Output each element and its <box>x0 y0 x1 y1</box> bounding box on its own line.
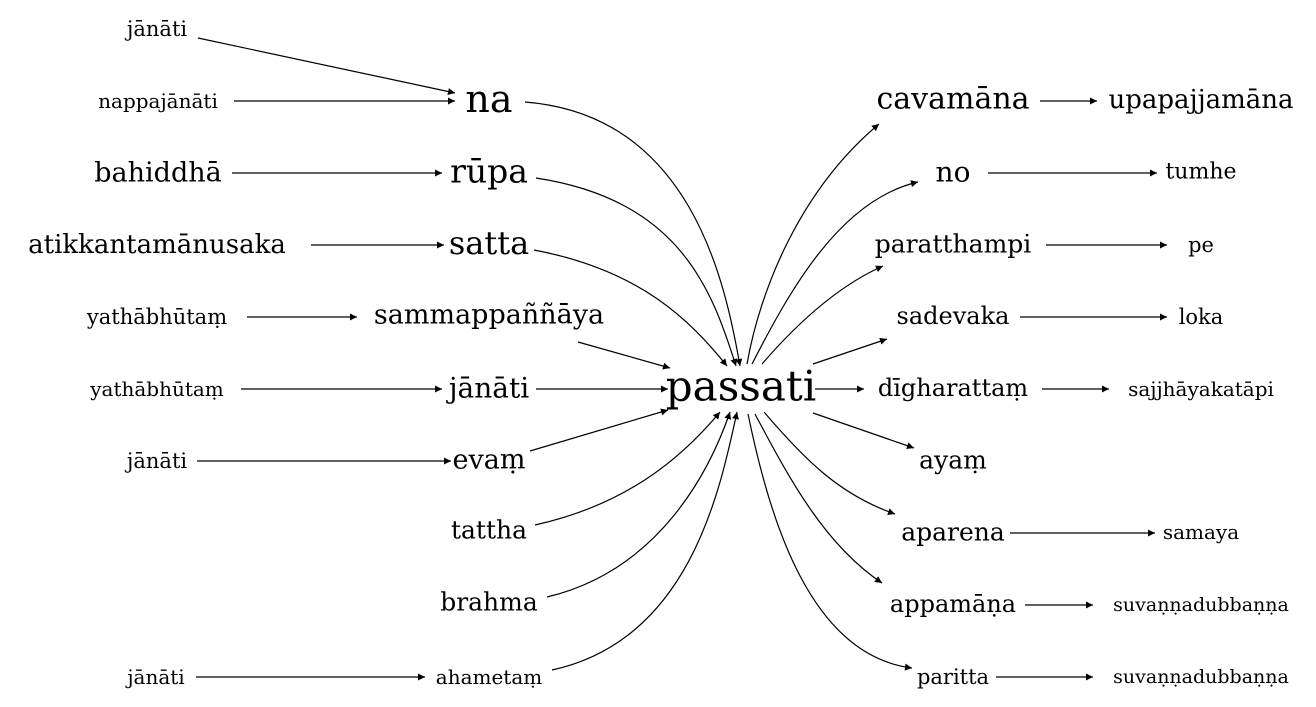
edge-ahametam-to-passati <box>551 411 739 671</box>
node-appamana: appamāṇa <box>890 590 1016 618</box>
node-loka: loka <box>1179 305 1224 329</box>
nodes: jānāti nappajānāti bahiddhā atikkantamān… <box>28 17 1293 689</box>
node-rupa: rūpa <box>450 152 528 191</box>
node-no: no <box>936 156 971 189</box>
edge-rupa-to-passati <box>535 177 738 367</box>
node-tattha: tattha <box>451 516 527 545</box>
node-ayam: ayaṃ <box>919 446 987 475</box>
node-janati-2: jānāti <box>124 449 188 473</box>
node-janati-3: jānāti <box>125 665 184 689</box>
node-upapajjamana: upapajjamāna <box>1108 85 1293 115</box>
node-yathabhutam-2: yathābhūtaṃ <box>89 377 224 401</box>
node-paratthampi: paratthampi <box>875 230 1032 259</box>
node-bahiddha: bahiddhā <box>94 158 221 189</box>
edge-tattha-to-passati <box>534 411 721 526</box>
node-sadevaka: sadevaka <box>897 302 1010 330</box>
edge-passati-to-appamana <box>754 413 883 584</box>
edge-sammappannaya-to-passati <box>577 341 671 370</box>
node-suvannadubbanna-1: suvaṇṇadubbaṇṇa <box>1113 594 1289 616</box>
node-satta: satta <box>449 224 529 262</box>
node-pe: pe <box>1188 233 1214 257</box>
edge-janati-to-na <box>197 37 456 95</box>
edge-passati-to-paritta <box>747 413 913 671</box>
node-janati-1: jānāti <box>124 17 188 41</box>
node-evam: evaṃ <box>453 445 526 476</box>
node-tumhe: tumhe <box>1165 160 1236 185</box>
edge-passati-to-sadevaka <box>812 337 888 365</box>
node-samaya: samaya <box>1163 520 1239 544</box>
edge-passati-to-cavamana <box>746 123 880 365</box>
node-ahametam: ahametaṃ <box>436 665 542 689</box>
node-atikkantamanusaka: atikkantamānusaka <box>28 230 286 260</box>
edge-passati-to-no <box>751 180 919 365</box>
edge-evam-to-passati <box>529 408 669 452</box>
node-nappajanati: nappajānāti <box>98 89 218 113</box>
edge-satta-to-passati <box>533 249 728 367</box>
node-sammappannaya: sammappaññāya <box>374 300 604 331</box>
node-sajjhayakatapi: sajjhāyakatāpi <box>1128 377 1274 401</box>
node-cavamana: cavamāna <box>876 82 1029 117</box>
edge-passati-to-aparena <box>763 411 896 516</box>
node-na: na <box>465 77 512 121</box>
edges <box>196 37 1167 681</box>
node-aparena: aparena <box>901 518 1005 547</box>
node-brahma: brahma <box>440 588 538 617</box>
edge-na-to-passati <box>524 101 743 367</box>
edge-passati-to-ayam <box>812 412 915 450</box>
node-passati: passati <box>666 362 816 411</box>
edge-passati-to-paratthampi <box>761 265 884 365</box>
node-yathabhutam-1: yathābhūtaṃ <box>86 305 227 329</box>
node-paritta: paritta <box>917 665 989 689</box>
node-janati-middle: jānāti <box>446 372 529 405</box>
node-suvannadubbanna-2: suvaṇṇadubbaṇṇa <box>1113 666 1289 688</box>
edge-brahma-to-passati <box>546 411 732 598</box>
node-digharattam: dīgharattaṃ <box>878 374 1029 402</box>
